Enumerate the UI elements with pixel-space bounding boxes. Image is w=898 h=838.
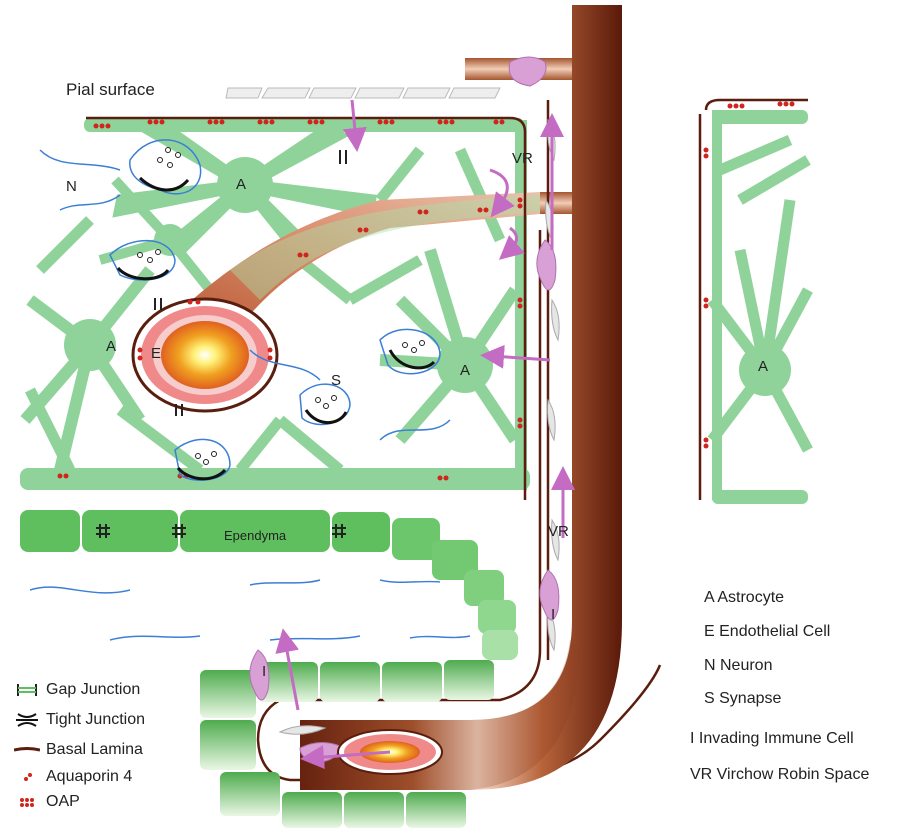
pial-surface-label: Pial surface <box>66 80 155 100</box>
astrocyte-label-1: A <box>236 176 246 193</box>
astrocyte-network-right <box>712 110 808 504</box>
oap-icon <box>14 794 40 810</box>
endothelial-label: E <box>151 345 161 362</box>
pial-membrane <box>226 88 500 98</box>
gap-junction-icon <box>14 682 40 698</box>
astrocyte-network-left <box>20 118 530 490</box>
astrocyte-label-2: A <box>106 338 116 355</box>
legend-gap-junction: Gap Junction <box>14 681 140 699</box>
legend-gap-junction-label: Gap Junction <box>46 681 140 699</box>
ependyma-label: Ependyma <box>224 528 286 543</box>
legend-tight-junction: Tight Junction <box>14 711 145 729</box>
astrocyte-label-3: A <box>460 362 470 379</box>
key-synapse: S Synapse <box>704 690 781 708</box>
immune-label-2: I <box>262 663 266 680</box>
key-endothelial: E Endothelial Cell <box>704 623 830 641</box>
astrocyte-label-4: A <box>758 358 768 375</box>
vr-label-bottom: VR <box>548 523 569 540</box>
legend-oap-label: OAP <box>46 793 80 811</box>
legend-tight-junction-label: Tight Junction <box>46 711 145 729</box>
immune-label-1: I <box>551 606 555 623</box>
oap-clusters <box>58 102 795 481</box>
key-immune-cell: I Invading Immune Cell <box>690 730 854 748</box>
neuron-label: N <box>66 178 77 195</box>
legend-basal-lamina-label: Basal Lamina <box>46 741 143 759</box>
legend-basal-lamina: Basal Lamina <box>14 741 143 759</box>
tight-junction-icon <box>14 712 40 728</box>
key-astrocyte: A Astrocyte <box>704 589 784 607</box>
synapse-label: S <box>331 372 341 389</box>
legend-aquaporin-label: Aquaporin 4 <box>46 768 132 786</box>
basal-lamina-icon <box>14 742 40 758</box>
legend-oap: OAP <box>14 793 80 811</box>
vr-label-top: VR <box>512 150 533 167</box>
key-neuron: N Neuron <box>704 657 772 675</box>
legend-aquaporin: Aquaporin 4 <box>14 768 132 786</box>
aquaporin-icon <box>14 769 40 785</box>
key-virchow-robin: VR Virchow Robin Space <box>690 766 869 784</box>
